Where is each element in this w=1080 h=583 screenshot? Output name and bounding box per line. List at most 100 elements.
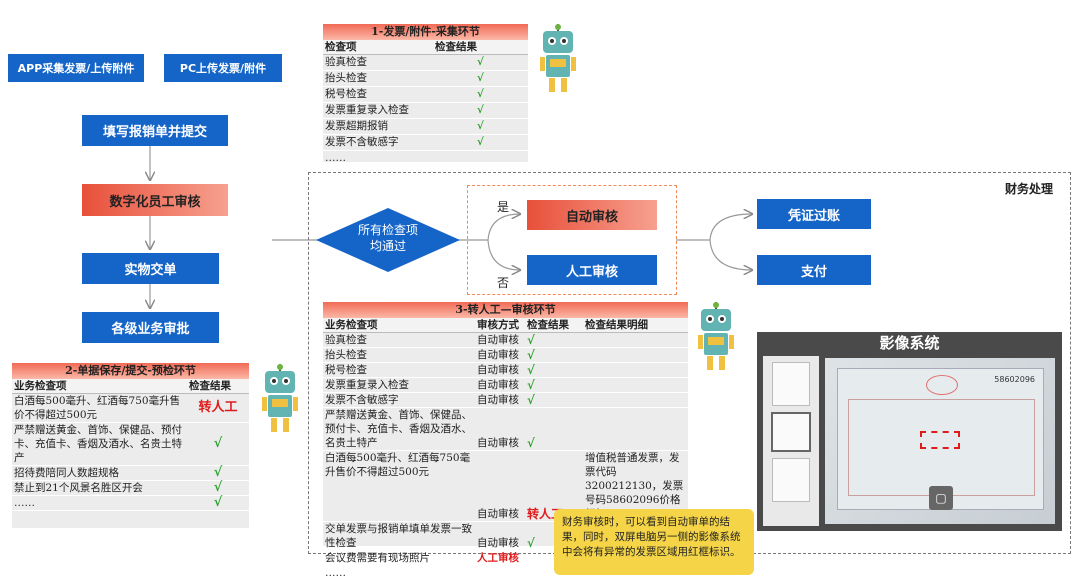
- invoice-stamp: [926, 375, 958, 395]
- panel3-result: √: [527, 348, 535, 362]
- physical-handover-label: 实物交单: [124, 263, 177, 278]
- panel1-header: 检查项 检查结果: [323, 40, 528, 55]
- panel3-header-result: 检查结果: [527, 319, 569, 331]
- panel3-header-detail: 检查结果明细: [585, 319, 648, 331]
- thumbnail-strip[interactable]: [763, 356, 819, 526]
- panel1-result: √: [477, 120, 484, 132]
- panel3-item: 验真检查: [325, 334, 367, 346]
- panel2-header: 业务检查项 检查结果: [12, 379, 249, 394]
- table-row: 验真检查自动审核√: [323, 333, 688, 348]
- table-row: 抬头检查 自动审核 √: [323, 348, 688, 363]
- note-text: 财务审核时，可以看到自动审单的结果，同时，双屏电脑另一侧的影像系统中会将有异常的…: [562, 516, 741, 558]
- yes-label: 是: [497, 200, 510, 214]
- panel-precheck: 2-单据保存/提交-预检环节 业务检查项 检查结果 白酒每500毫升、红酒每75…: [12, 363, 249, 528]
- panel1-title: 1-发票/附件-采集环节: [323, 24, 528, 40]
- panel3-item: 白酒每500毫升、红酒每750毫升售价不得超过500元: [325, 452, 471, 478]
- image-tool-icon[interactable]: ▢: [929, 486, 953, 510]
- table-row: ……: [323, 151, 528, 167]
- panel3-detail: [583, 378, 688, 392]
- auto-review-box: 自动审核: [527, 200, 657, 230]
- app-upload-label: APP采集发票/上传附件: [17, 62, 135, 75]
- panel2-result: √: [213, 495, 223, 510]
- panel3-header-item: 业务检查项: [325, 319, 378, 331]
- panel2-result: √: [213, 480, 223, 495]
- table-row: 发票重复录入检查自动审核√: [323, 378, 688, 393]
- table-row: 白酒每500毫升、红酒每750毫升售价不得超过500元自动审核转人工增值税普通发…: [323, 451, 688, 522]
- panel3-method: 自动审核: [477, 437, 519, 449]
- table-row: 严禁赠送黄金、首饰、保健品、预付卡、充值卡、香烟及酒水、名贵土特产自动审核√: [323, 408, 688, 451]
- panel1-item: ……: [325, 152, 346, 164]
- table-row: 交单发票与报销单填单发票一致性检查自动审核 √: [323, 522, 688, 551]
- panel3-item: 严禁赠送黄金、首饰、保健品、预付卡、充值卡、香烟及酒水、名贵土特产: [325, 409, 472, 449]
- app-upload-box: APP采集发票/上传附件: [8, 54, 144, 82]
- robot-icon: [540, 24, 576, 92]
- panel3-result: √: [527, 363, 535, 377]
- panel3-result: √: [527, 378, 535, 392]
- fill-submit-box: 填写报销单并提交: [82, 115, 228, 146]
- panel1-result: √: [477, 56, 484, 68]
- decision-label: 所有检查项均通过: [357, 223, 418, 253]
- panel3-result: √: [527, 536, 535, 550]
- panel3-item: 抬头检查: [325, 349, 367, 361]
- panel3-method: 自动审核: [477, 537, 519, 549]
- table-row: 严禁赠送黄金、首饰、保健品、预付卡、充值卡、香烟及酒水、名贵土特产√: [12, 423, 249, 466]
- thumbnail-1[interactable]: [772, 362, 810, 406]
- panel-manual-review: 3-转人工—审核环节 业务检查项 审核方式 检查结果 检查结果明细 验真检查自动…: [323, 302, 688, 581]
- panel2-item: 白酒每500毫升、红酒每750毫升售价不得超过500元: [14, 395, 181, 421]
- digital-review-label: 数字化员工审核: [109, 194, 201, 210]
- table-row: 禁止到21个风景名胜区开会 √: [12, 481, 249, 496]
- table-row: 白酒每500毫升、红酒每750毫升售价不得超过500元转人工: [12, 394, 249, 423]
- panel1-item: 发票重复录入检查: [325, 104, 409, 116]
- panel3-header-method: 审核方式: [477, 319, 519, 331]
- panel1-item: 税号检查: [325, 88, 367, 100]
- robot-icon: [262, 364, 298, 432]
- panel2-item: 招待费陪同人数超规格: [14, 467, 119, 479]
- panel2-item: 严禁赠送黄金、首饰、保健品、预付卡、充值卡、香烟及酒水、名贵土特产: [14, 424, 182, 464]
- panel2-item: 禁止到21个风景名胜区开会: [14, 482, 143, 494]
- table-row: ……: [323, 566, 688, 581]
- panel3-method: 自动审核: [477, 394, 519, 406]
- panel2-header-result: 检查结果: [189, 380, 231, 392]
- panel3-header: 业务检查项 审核方式 检查结果 检查结果明细: [323, 318, 688, 333]
- panel3-method: 自动审核: [477, 334, 519, 346]
- panel1-result: √: [477, 136, 484, 148]
- panel1-item: 抬头检查: [325, 72, 367, 84]
- payment-box: 支付: [757, 255, 871, 285]
- panel3-method: 自动审核: [477, 379, 519, 391]
- panel3-item: 交单发票与报销单填单发票一致性检查: [325, 523, 472, 549]
- decision-diamond: [316, 208, 460, 272]
- note-callout: 财务审核时，可以看到自动审单的结果，同时，双屏电脑另一侧的影像系统中会将有异常的…: [554, 509, 754, 575]
- panel1-item: 发票超期报销: [325, 120, 388, 132]
- pc-upload-label: PC上传发票/附件: [179, 62, 267, 75]
- business-approval-box: 各级业务审批: [82, 312, 219, 343]
- panel1-result: √: [477, 72, 484, 84]
- panel3-method: 自动审核: [477, 349, 519, 361]
- table-row: ……√: [12, 496, 249, 511]
- panel3-item: ……: [325, 567, 346, 579]
- business-approval-label: 各级业务审批: [111, 322, 190, 337]
- manual-review-label: 人工审核: [565, 264, 618, 280]
- voucher-label: 凭证过账: [787, 208, 840, 224]
- panel-collection: 1-发票/附件-采集环节 检查项 检查结果 验真检查√抬头检查√税号检查√发票重…: [323, 24, 528, 167]
- panel3-method: 自动审核: [477, 508, 519, 520]
- panel1-result: [433, 151, 528, 166]
- panel3-detail: [583, 408, 688, 450]
- panel1-result: √: [477, 88, 484, 100]
- pc-upload-box: PC上传发票/附件: [164, 54, 282, 82]
- panel3-title: 3-转人工—审核环节: [323, 302, 688, 318]
- payment-label: 支付: [800, 264, 827, 280]
- panel1-header-result: 检查结果: [435, 41, 477, 53]
- voucher-box: 凭证过账: [757, 199, 871, 229]
- no-label: 否: [497, 276, 510, 290]
- panel2-title: 2-单据保存/提交-预检环节: [12, 363, 249, 379]
- thumbnail-3[interactable]: [772, 458, 810, 502]
- thumbnail-2[interactable]: [771, 412, 811, 452]
- digital-review-box: 数字化员工审核: [82, 184, 228, 216]
- table-row: 发票不含敏感字√: [323, 135, 528, 151]
- table-row: 税号检查自动审核√: [323, 363, 688, 378]
- panel3-detail: [583, 393, 688, 407]
- panel3-result: √: [527, 393, 535, 407]
- panel3-method: 人工审核: [477, 552, 519, 564]
- table-row: 抬头检查 √: [323, 71, 528, 87]
- image-system-title: 影像系统: [879, 334, 940, 352]
